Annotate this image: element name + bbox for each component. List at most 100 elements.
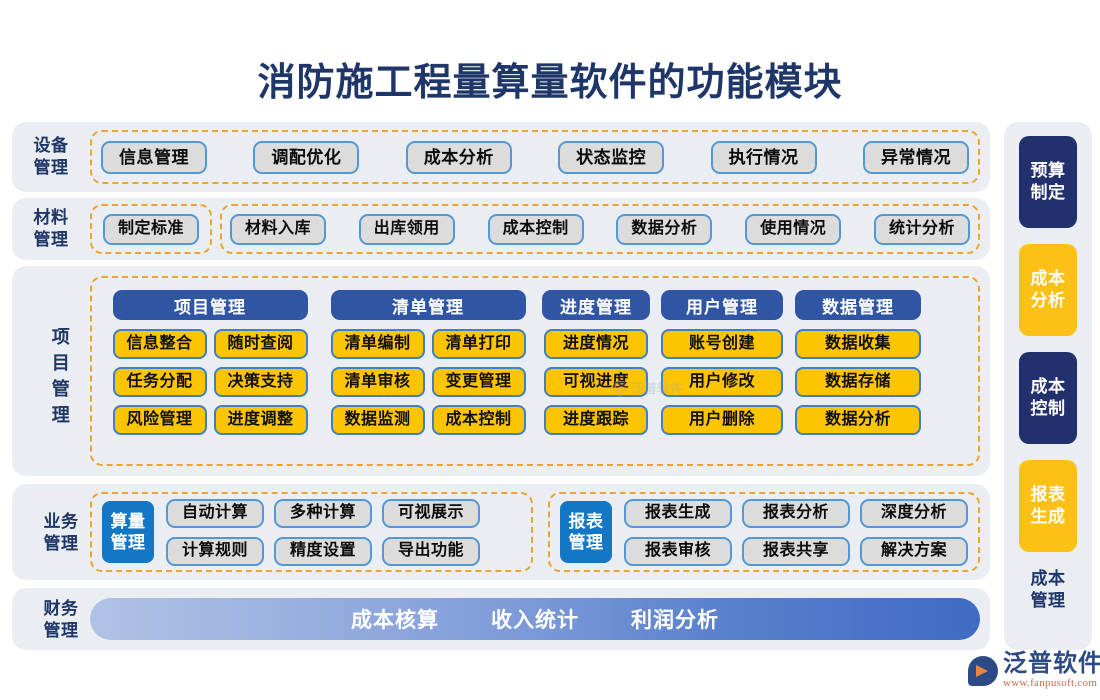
project-item[interactable]: 信息整合 bbox=[112, 329, 207, 359]
report-subcol: 报表生成 报表审核 bbox=[624, 498, 732, 566]
report-item[interactable]: 报表审核 bbox=[624, 536, 732, 566]
equipment-item[interactable]: 调配优化 bbox=[253, 140, 360, 174]
material-item[interactable]: 使用情况 bbox=[745, 213, 842, 245]
quantity-items-grid: 自动计算 计算规则 多种计算 精度设置 可视展示 导出功能 bbox=[166, 498, 480, 566]
logo-website-url: www.fanpusoft.com bbox=[1003, 677, 1098, 689]
equipment-item[interactable]: 执行情况 bbox=[710, 140, 817, 174]
project-item[interactable]: 成本控制 bbox=[431, 405, 526, 435]
row-label-line: 管理 bbox=[33, 230, 69, 249]
sidebar-card-report-generation[interactable]: 报表 生成 bbox=[1019, 460, 1077, 552]
project-item[interactable]: 清单审核 bbox=[330, 367, 425, 397]
project-item[interactable]: 数据收集 bbox=[795, 329, 921, 359]
project-item[interactable]: 进度情况 bbox=[544, 329, 648, 359]
report-items-grid: 报表生成 报表审核 报表分析 报表共享 深度分析 解决方案 bbox=[624, 498, 968, 566]
sidebar-card-line: 控制 bbox=[1030, 399, 1066, 418]
project-item[interactable]: 变更管理 bbox=[431, 367, 526, 397]
business-item[interactable]: 可视展示 bbox=[382, 498, 480, 528]
project-subcol-left: 账号创建 用户修改 用户删除 bbox=[661, 329, 783, 435]
report-item[interactable]: 解决方案 bbox=[860, 536, 968, 566]
project-subcol-left: 信息整合 任务分配 风险管理 bbox=[112, 329, 207, 435]
equipment-item[interactable]: 成本分析 bbox=[405, 140, 512, 174]
report-item[interactable]: 报表共享 bbox=[742, 536, 850, 566]
page-title: 消防施工程量算量软件的功能模块 bbox=[257, 62, 843, 104]
project-column-progress: 进度管理 进度情况 可视进度 进度跟踪 bbox=[540, 290, 652, 435]
row-project-management: 项 目 管 理 项目管理 信息整合 任务分配 风险管理 随时查阅 决策支持 bbox=[12, 266, 990, 476]
report-subcol: 报表分析 报表共享 bbox=[742, 498, 850, 566]
equipment-item[interactable]: 状态监控 bbox=[558, 140, 665, 174]
row-label-finance: 财务 管理 bbox=[30, 598, 92, 642]
finance-item[interactable]: 成本核算 bbox=[351, 609, 439, 632]
sidebar-footer-line: 成本 bbox=[1030, 569, 1066, 588]
sidebar-cost-management: 预算 制定 成本 分析 成本 控制 报表 生成 成本 管理 bbox=[1004, 122, 1092, 650]
project-column-body: 账号创建 用户修改 用户删除 bbox=[661, 329, 783, 435]
report-subcol: 深度分析 解决方案 bbox=[860, 498, 968, 566]
project-item[interactable]: 清单编制 bbox=[330, 329, 425, 359]
business-item[interactable]: 计算规则 bbox=[166, 536, 264, 566]
project-item[interactable]: 决策支持 bbox=[213, 367, 308, 397]
project-column-header[interactable]: 项目管理 bbox=[112, 290, 308, 320]
sidebar-card-line: 成本 bbox=[1030, 377, 1066, 396]
report-item[interactable]: 报表分析 bbox=[742, 498, 850, 528]
quantity-management-group: 算量 管理 自动计算 计算规则 多种计算 精度设置 可视展示 导出功能 bbox=[90, 492, 533, 572]
badge-line: 算量 bbox=[110, 512, 146, 531]
project-item[interactable]: 数据监测 bbox=[330, 405, 425, 435]
report-item[interactable]: 深度分析 bbox=[860, 498, 968, 528]
material-item[interactable]: 制定标准 bbox=[102, 213, 199, 245]
business-item[interactable]: 自动计算 bbox=[166, 498, 264, 528]
row-label-line: 财务 bbox=[43, 599, 79, 618]
brand-logo: 泛普软件 www.fanpusoft.com bbox=[968, 652, 1100, 690]
logo-text: 泛普软件 www.fanpusoft.com bbox=[1003, 652, 1100, 690]
report-item[interactable]: 报表生成 bbox=[624, 498, 732, 528]
project-item[interactable]: 随时查阅 bbox=[213, 329, 308, 359]
material-item[interactable]: 材料入库 bbox=[230, 213, 327, 245]
sidebar-card-line: 分析 bbox=[1030, 291, 1066, 310]
project-subcol-left: 进度情况 可视进度 进度跟踪 bbox=[544, 329, 648, 435]
sidebar-card-budget[interactable]: 预算 制定 bbox=[1019, 136, 1077, 228]
finance-item[interactable]: 收入统计 bbox=[491, 609, 579, 632]
project-item[interactable]: 用户删除 bbox=[661, 405, 783, 435]
project-item[interactable]: 账号创建 bbox=[661, 329, 783, 359]
project-item[interactable]: 进度调整 bbox=[213, 405, 308, 435]
finance-item[interactable]: 利润分析 bbox=[631, 609, 719, 632]
business-item[interactable]: 导出功能 bbox=[382, 536, 480, 566]
sidebar-card-line: 制定 bbox=[1030, 183, 1066, 202]
project-subcol-right: 清单打印 变更管理 成本控制 bbox=[431, 329, 526, 435]
project-column-body: 信息整合 任务分配 风险管理 随时查阅 决策支持 进度调整 bbox=[112, 329, 308, 435]
sidebar-card-line: 生成 bbox=[1030, 507, 1066, 526]
sidebar-card-cost-analysis[interactable]: 成本 分析 bbox=[1019, 244, 1077, 336]
quantity-management-badge[interactable]: 算量 管理 bbox=[102, 501, 154, 563]
project-item[interactable]: 可视进度 bbox=[544, 367, 648, 397]
project-item[interactable]: 风险管理 bbox=[112, 405, 207, 435]
business-item[interactable]: 精度设置 bbox=[274, 536, 372, 566]
project-subcol-right: 随时查阅 决策支持 进度调整 bbox=[213, 329, 308, 435]
material-item[interactable]: 出库领用 bbox=[358, 213, 455, 245]
badge-line: 报表 bbox=[568, 512, 604, 531]
row-label-line: 管理 bbox=[43, 534, 79, 553]
logo-company-name: 泛普软件 bbox=[1003, 650, 1100, 677]
sidebar-card-cost-control[interactable]: 成本 控制 bbox=[1019, 352, 1077, 444]
project-item[interactable]: 数据分析 bbox=[795, 405, 921, 435]
project-item[interactable]: 清单打印 bbox=[431, 329, 526, 359]
report-management-badge[interactable]: 报表 管理 bbox=[560, 501, 612, 563]
project-item[interactable]: 数据存储 bbox=[795, 367, 921, 397]
row-label-material: 材料 管理 bbox=[20, 207, 82, 251]
project-item[interactable]: 任务分配 bbox=[112, 367, 207, 397]
row-equipment-management: 设备 管理 信息管理 调配优化 成本分析 状态监控 执行情况 异常情况 bbox=[12, 122, 990, 192]
project-column-header[interactable]: 用户管理 bbox=[661, 290, 783, 320]
project-item[interactable]: 用户修改 bbox=[661, 367, 783, 397]
project-column-header[interactable]: 数据管理 bbox=[795, 290, 921, 320]
project-column-header[interactable]: 进度管理 bbox=[542, 290, 650, 320]
project-item[interactable]: 进度跟踪 bbox=[544, 405, 648, 435]
material-item[interactable]: 数据分析 bbox=[616, 213, 713, 245]
equipment-item[interactable]: 异常情况 bbox=[862, 140, 969, 174]
project-column-checklist: 清单管理 清单编制 清单审核 数据监测 清单打印 变更管理 成本控制 bbox=[322, 290, 534, 435]
project-column-header[interactable]: 清单管理 bbox=[330, 290, 526, 320]
material-item[interactable]: 统计分析 bbox=[873, 213, 970, 245]
business-item[interactable]: 多种计算 bbox=[274, 498, 372, 528]
project-column-data: 数据管理 数据收集 数据存储 数据分析 bbox=[792, 290, 924, 435]
material-item[interactable]: 成本控制 bbox=[487, 213, 584, 245]
report-management-group: 报表 管理 报表生成 报表审核 报表分析 报表共享 深度分析 解决方案 bbox=[548, 492, 980, 572]
row-label-line: 目 bbox=[51, 353, 71, 373]
equipment-item[interactable]: 信息管理 bbox=[101, 140, 207, 174]
